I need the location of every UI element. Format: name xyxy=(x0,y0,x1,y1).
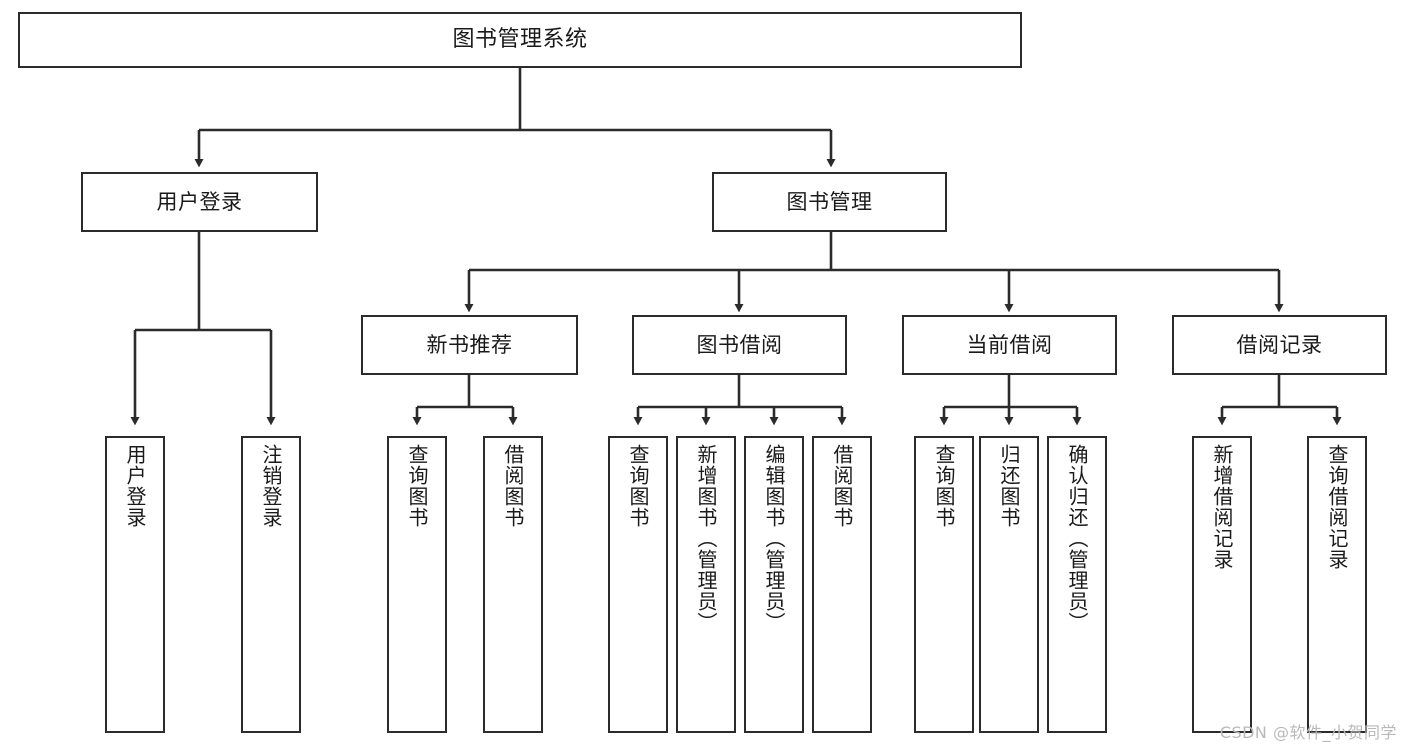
node-label: 借阅记录 xyxy=(1236,332,1323,357)
node-label: 查询图书 xyxy=(932,444,956,528)
node-leaf-add-record[interactable]: 新增借阅记录 xyxy=(1192,436,1252,733)
node-leaf-query-book-1[interactable]: 查询图书 xyxy=(387,436,447,733)
node-label: 查询借阅记录 xyxy=(1325,444,1349,570)
node-root-system[interactable]: 图书管理系统 xyxy=(18,12,1022,68)
node-borrow-record[interactable]: 借阅记录 xyxy=(1172,315,1387,375)
watermark-text: CSDN @软件_小贺同学 xyxy=(1219,723,1397,742)
node-label: 查询图书 xyxy=(626,444,650,528)
node-leaf-return-book[interactable]: 归还图书 xyxy=(979,436,1039,733)
node-label: 新增借阅记录 xyxy=(1210,444,1234,570)
node-label: 当前借阅 xyxy=(966,332,1053,357)
node-label: 图书管理 xyxy=(786,189,873,214)
node-label: 借阅图书 xyxy=(501,444,525,528)
node-label: 用户登录 xyxy=(123,444,147,528)
node-book-borrow[interactable]: 图书借阅 xyxy=(632,315,847,375)
node-leaf-query-record[interactable]: 查询借阅记录 xyxy=(1307,436,1367,733)
node-leaf-confirm-return[interactable]: 确认归还（管理员） xyxy=(1047,436,1107,733)
node-leaf-borrow-book-2[interactable]: 借阅图书 xyxy=(812,436,872,733)
node-leaf-user-login[interactable]: 用户登录 xyxy=(105,436,165,733)
node-label: 用户登录 xyxy=(156,189,243,214)
node-leaf-query-book-3[interactable]: 查询图书 xyxy=(914,436,974,733)
node-book-manage[interactable]: 图书管理 xyxy=(712,172,947,232)
node-label: 新书推荐 xyxy=(426,332,513,357)
node-leaf-query-book-2[interactable]: 查询图书 xyxy=(608,436,668,733)
node-leaf-logout[interactable]: 注销登录 xyxy=(241,436,301,733)
node-leaf-edit-book[interactable]: 编辑图书（管理员） xyxy=(744,436,804,733)
node-new-book-rec[interactable]: 新书推荐 xyxy=(361,315,578,375)
node-current-borrow[interactable]: 当前借阅 xyxy=(902,315,1117,375)
node-label: 图书管理系统 xyxy=(452,27,588,53)
node-label: 借阅图书 xyxy=(830,444,854,528)
node-leaf-add-book[interactable]: 新增图书（管理员） xyxy=(676,436,736,733)
node-label: 查询图书 xyxy=(405,444,429,528)
node-leaf-borrow-book-1[interactable]: 借阅图书 xyxy=(483,436,543,733)
node-label: 归还图书 xyxy=(997,444,1021,528)
node-label: 编辑图书（管理员） xyxy=(762,444,786,633)
node-label: 新增图书（管理员） xyxy=(694,444,718,633)
node-user-login[interactable]: 用户登录 xyxy=(81,172,318,232)
node-label: 确认归还（管理员） xyxy=(1065,444,1089,633)
node-label: 图书借阅 xyxy=(696,332,783,357)
node-label: 注销登录 xyxy=(259,444,283,528)
